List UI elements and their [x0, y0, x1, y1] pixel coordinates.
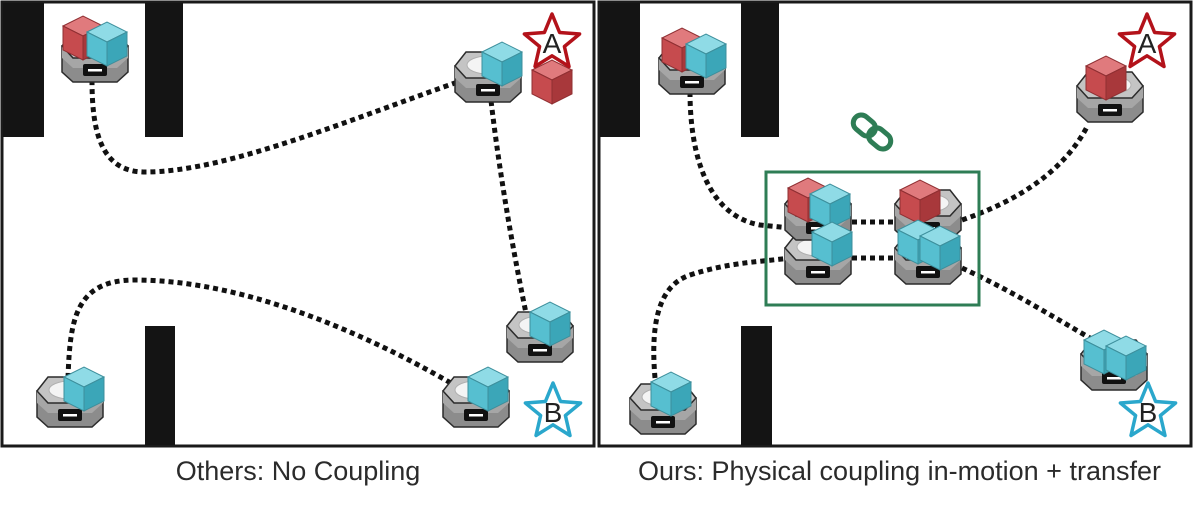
robot-path — [89, 72, 479, 175]
star-icon: A — [1117, 12, 1177, 69]
robot-path — [65, 277, 468, 395]
package-icon — [919, 225, 961, 271]
goal-a-label: A — [1138, 28, 1157, 59]
caption-right: Ours: Physical coupling in-motion + tran… — [638, 456, 1161, 486]
chain-link-icon — [850, 112, 894, 152]
wall — [145, 3, 183, 137]
coupling-region — [764, 170, 981, 307]
caption-left: Others: No Coupling — [175, 456, 421, 486]
robot-path — [687, 91, 791, 231]
wall — [741, 326, 772, 445]
star-icon: A — [522, 12, 582, 69]
wall — [145, 326, 175, 445]
goal-b-label: B — [1139, 397, 1158, 428]
robot-path — [651, 255, 791, 379]
wall — [600, 3, 640, 137]
goal-b-label: B — [544, 397, 563, 428]
goal-a-label: A — [543, 28, 562, 59]
robot-path — [961, 123, 1091, 223]
package-icon — [811, 221, 853, 267]
wall — [741, 3, 779, 137]
wall — [3, 3, 44, 137]
robot-path — [960, 265, 1092, 341]
panel-left: A B — [0, 0, 596, 448]
star-icon: B — [523, 381, 583, 438]
panel-right: A B — [597, 0, 1193, 448]
star-icon: B — [1118, 381, 1178, 438]
